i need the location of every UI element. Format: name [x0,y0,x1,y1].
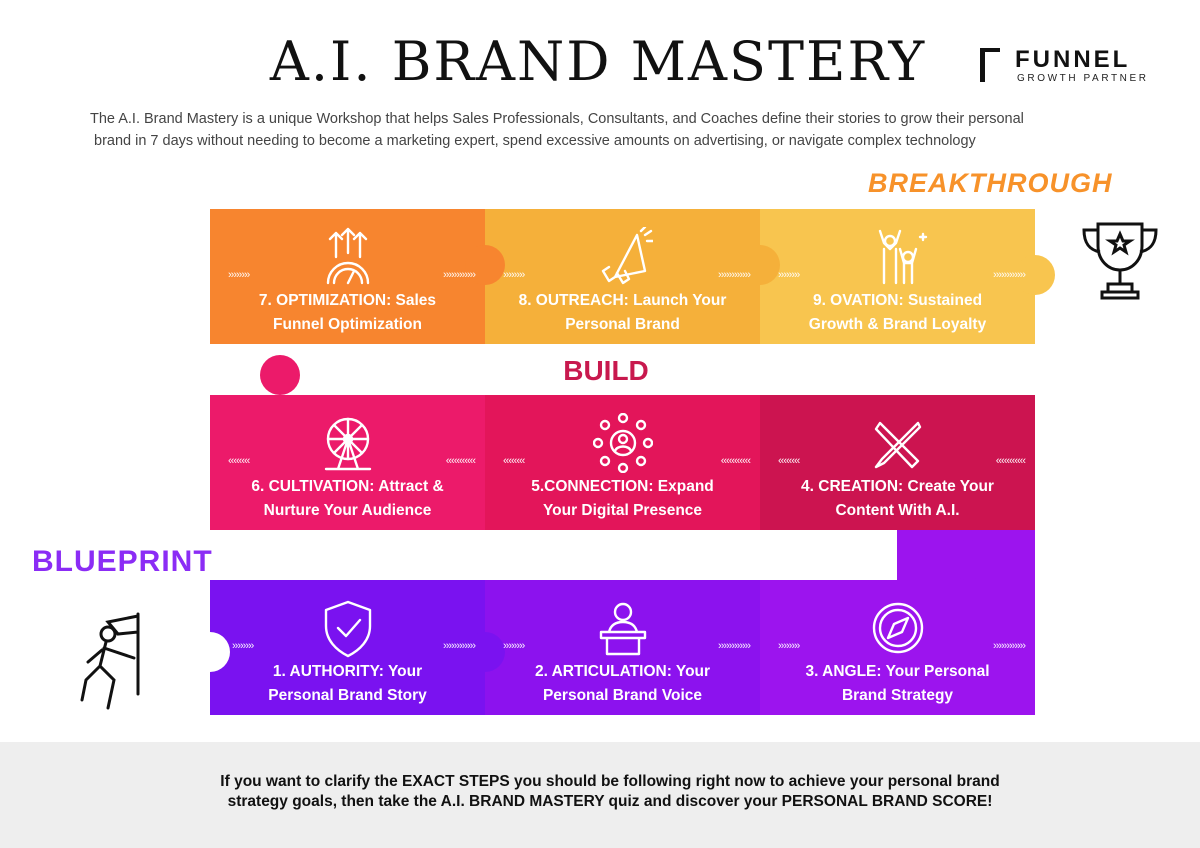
footer-line: If you want to clarify the EXACT STEPS y… [220,773,1000,790]
gear-arrows-icon [326,227,369,285]
puzzle-knob [948,540,988,580]
path-arrows: ›››››››››››› [443,269,476,281]
path-arrows: ›››››››› [228,269,250,281]
network-icon [592,413,653,473]
logo-mark-icon [980,48,1000,82]
shield-check-icon [324,600,371,658]
path-arrows: ›››››››› [503,269,525,281]
stage-breakthrough: BREAKTHROUGH [868,168,1113,198]
path-arrows: ›››››››› [232,640,254,652]
description-line: brand in 7 days without needing to becom… [94,133,976,149]
step-label: 6. CULTIVATION: Attract &Nurture Your Au… [251,478,444,519]
ferris-wheel-icon [324,417,371,471]
path-arrows: ›››››››››››› [993,640,1026,652]
stage-blueprint: BLUEPRINT [32,545,213,578]
path-arrows: ›››››››››››› [443,640,476,652]
path-arrows: ›››››››››››› [718,269,751,281]
puzzle-knob [465,632,505,672]
step-tile-6: 6. CULTIVATION: Attract &Nurture Your Au… [210,395,485,530]
path-arrows: ‹‹‹‹‹‹‹‹ [503,455,525,467]
puzzle-knob [190,632,230,672]
megaphone-icon [601,227,653,285]
path-arrows: ›››››››› [778,269,800,281]
hiker-with-flag-icon [80,612,140,710]
funnel-logo: FUNNEL GROWTH PARTNER [980,46,1160,86]
logo-tagline: GROWTH PARTNER [1017,73,1149,84]
speaker-podium-icon [599,602,646,656]
stage-build: BUILD [347,345,1035,395]
description-line: The A.I. Brand Mastery is a unique Works… [90,111,1024,127]
blueprint-band [210,530,897,580]
path-arrows: ‹‹‹‹‹‹‹‹‹‹‹ [995,455,1026,467]
path-arrows: ‹‹‹‹‹‹‹‹ [778,455,800,467]
pen-brush-icon [874,421,921,469]
logo-name: FUNNEL [1015,46,1131,73]
puzzle-knob [260,355,300,395]
compass-icon [872,602,923,654]
page-title: A.I. BRAND MASTERY [269,30,927,93]
footer-cta: If you want to clarify the EXACT STEPS y… [0,742,1200,848]
path-arrows: ‹‹‹‹‹‹‹‹‹‹‹ [445,455,476,467]
celebrating-people-icon [878,229,927,285]
path-arrows: ‹‹‹‹‹‹‹‹‹‹‹ [720,455,751,467]
footer-line: strategy goals, then take the A.I. BRAND… [227,793,993,810]
puzzle-knob [740,245,780,285]
puzzle-knob [1015,255,1055,295]
path-arrows: ›››››››››››› [993,269,1026,281]
trophy-icon [1082,222,1158,300]
puzzle-knob [465,245,505,285]
path-arrows: ›››››››››››› [718,640,751,652]
path-arrows: ‹‹‹‹‹‹‹‹ [228,455,250,467]
path-arrows: ›››››››› [503,640,525,652]
path-arrows: ›››››››› [778,640,800,652]
description: The A.I. Brand Mastery is a unique Works… [80,108,1120,152]
